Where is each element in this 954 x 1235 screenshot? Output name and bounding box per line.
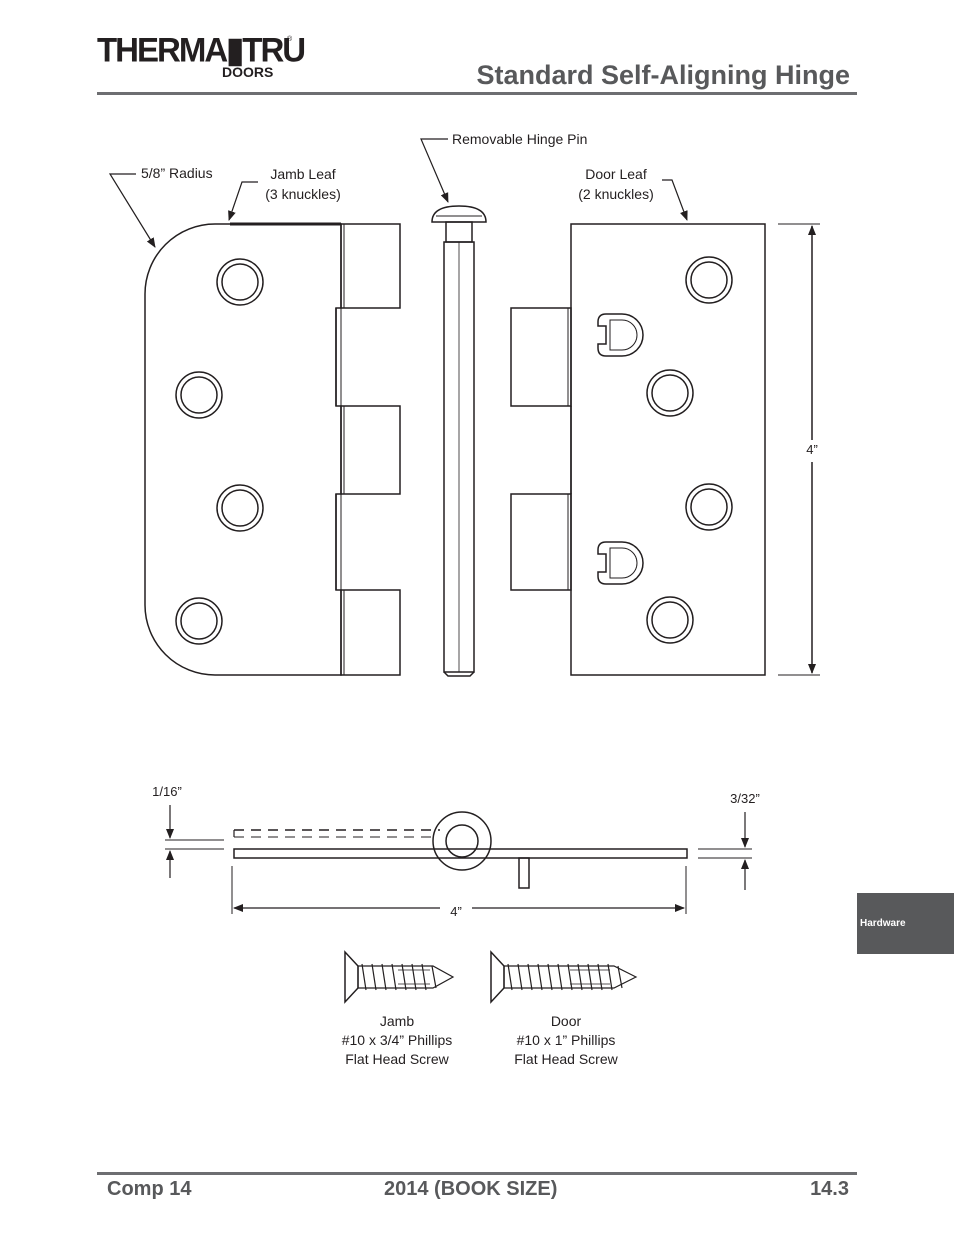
jamb-screw-size: #10 x 3/4” Phillips: [342, 1032, 453, 1048]
door-screw-title: Door: [551, 1013, 582, 1029]
door-screw-icon: [490, 950, 638, 1004]
door-leaf: [510, 223, 766, 676]
callout-leaders: [108, 138, 688, 248]
door-leaf-knuckles: (2 knuckles): [578, 186, 653, 202]
left-thickness-label: 1/16”: [152, 784, 182, 799]
jamb-leaf-label: Jamb Leaf: [270, 166, 335, 182]
height-dimension: [778, 223, 820, 676]
page-title: Standard Self-Aligning Hinge: [476, 60, 850, 90]
footer-left: Comp 14: [107, 1178, 192, 1200]
logo-registered-mark: ®: [287, 36, 293, 43]
logo-wordmark: THERMA▮TRU: [97, 29, 306, 69]
jamb-leaf: [144, 222, 401, 676]
hinge-side-view: [165, 805, 752, 914]
footer-divider: [97, 1172, 857, 1175]
jamb-screw-icon: [344, 950, 455, 1004]
section-tab: [857, 893, 954, 954]
logo-subtitle: DOORS: [222, 64, 274, 80]
width-dimension-label: 4”: [450, 904, 462, 919]
hinge-pin-label: Removable Hinge Pin: [452, 131, 587, 147]
door-leaf-label: Door Leaf: [585, 166, 647, 182]
hinge-pin: [431, 205, 487, 677]
section-tab-label: Hardware: [860, 918, 906, 929]
footer-page-number: 14.3: [810, 1178, 849, 1200]
footer-center: 2014 (BOOK SIZE): [384, 1178, 558, 1200]
door-screw-type: Flat Head Screw: [514, 1051, 618, 1067]
header-divider: [97, 92, 857, 95]
right-thickness-label: 3/32”: [730, 791, 760, 806]
radius-callout: 5/8” Radius: [141, 165, 213, 181]
jamb-leaf-knuckles: (3 knuckles): [265, 186, 340, 202]
height-dimension-label: 4”: [806, 442, 818, 457]
jamb-screw-type: Flat Head Screw: [345, 1051, 449, 1067]
door-screw-size: #10 x 1” Phillips: [517, 1032, 616, 1048]
jamb-screw-title: Jamb: [380, 1013, 414, 1029]
